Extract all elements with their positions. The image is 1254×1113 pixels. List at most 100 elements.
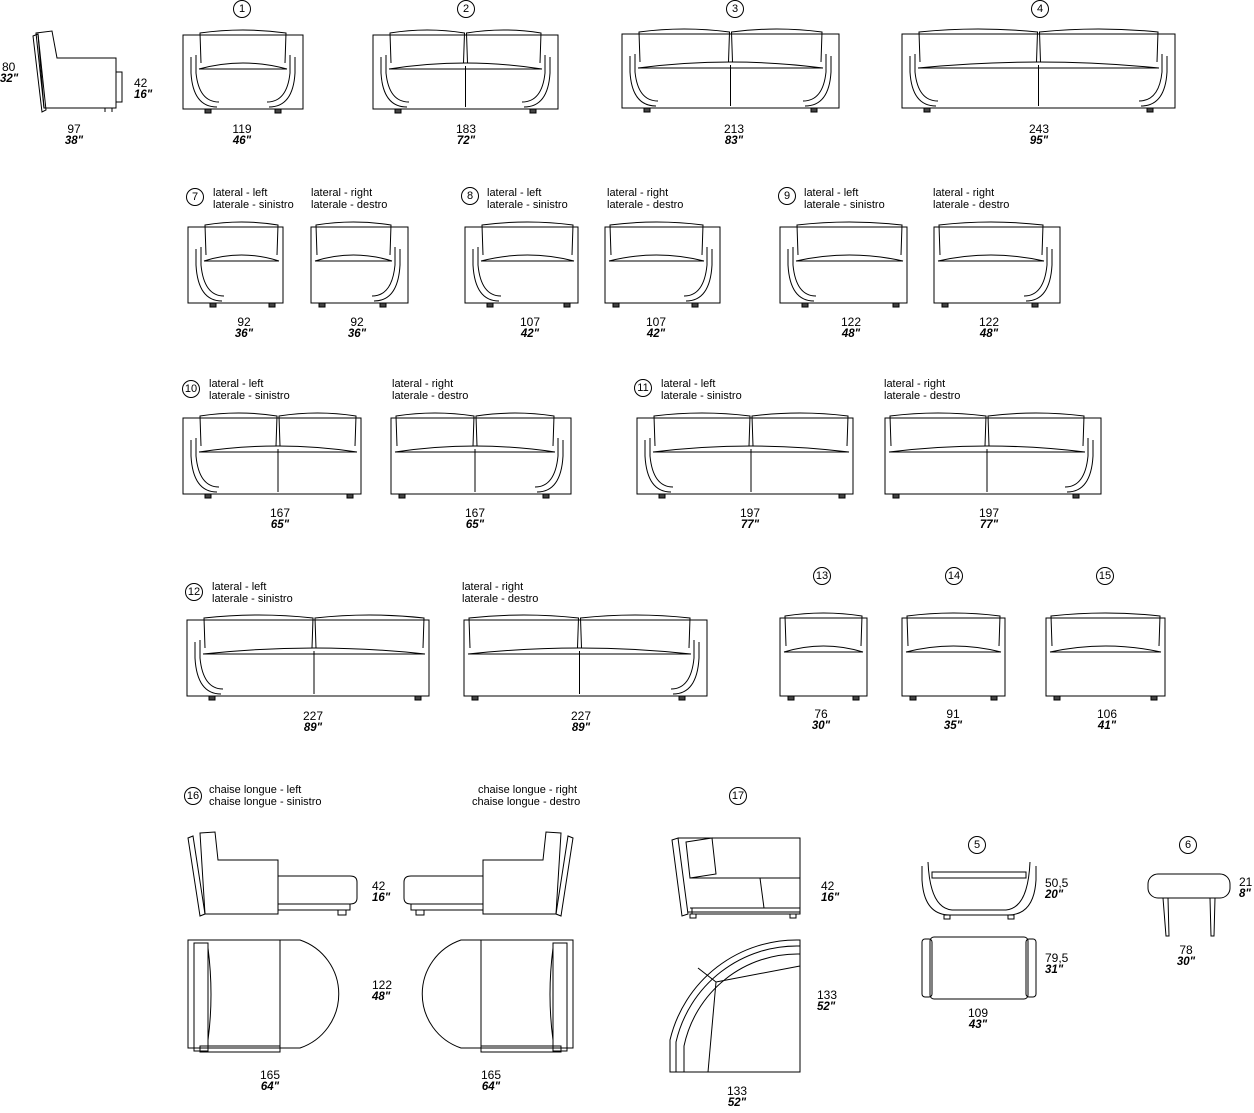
chaise-depth-in: 48" <box>372 991 391 1003</box>
item-number-10: 10 <box>182 380 200 398</box>
chaise-seat-cm: 42 <box>372 879 386 893</box>
dim-8-right-cm: 107 <box>645 315 667 329</box>
sofa-3-in: 83" <box>724 135 744 147</box>
chair-depth-cm: 79,5 <box>1045 951 1069 965</box>
dim-14-in: 35" <box>943 720 963 732</box>
side-depth-in: 38" <box>64 135 84 147</box>
side-view-drawing <box>32 30 123 113</box>
dim-9-left-in: 48" <box>841 328 861 340</box>
chaise-right-length-cm: 165 <box>480 1068 502 1082</box>
label-8-right-en: lateral - right <box>607 187 669 199</box>
dim-11-right-in: 77" <box>979 519 999 531</box>
sofa-10-right-drawing <box>390 412 572 499</box>
chaise-seat-in: 16" <box>372 892 391 904</box>
sofa-4-drawing <box>901 28 1176 113</box>
sofa-1-cm: 119 <box>232 122 252 136</box>
sofa-4-in: 95" <box>1029 135 1049 147</box>
label-7-left-it: laterale - sinistro <box>213 199 294 211</box>
item-number-3: 3 <box>726 0 744 18</box>
sofa-11-right-drawing <box>884 412 1102 499</box>
sofa-12-left-drawing <box>186 614 430 701</box>
table-diameter-cm: 78 <box>1179 943 1193 957</box>
sofa-2-cm: 183 <box>455 122 477 136</box>
item-number-6: 6 <box>1179 836 1197 854</box>
corner-seat-in: 16" <box>821 892 840 904</box>
chaise-left-plan-drawing <box>187 939 340 1053</box>
label-16-right-en: chaise longue - right <box>477 784 577 796</box>
side-depth-cm: 97 <box>67 122 81 136</box>
label-10-right-it: laterale - destro <box>392 390 469 402</box>
dim-11-left-cm: 197 <box>739 506 761 520</box>
label-11-right-it: laterale - destro <box>884 390 961 402</box>
dim-10-left-in: 65" <box>270 519 290 531</box>
chair-height-in: 20" <box>1045 889 1064 901</box>
item-number-13: 13 <box>813 567 831 585</box>
dim-10-right-in: 65" <box>465 519 485 531</box>
module-13-drawing <box>779 612 868 701</box>
dim-10-left-cm: 167 <box>269 506 291 520</box>
dim-8-right-in: 42" <box>646 328 666 340</box>
sofa-7-right-drawing <box>310 221 409 308</box>
label-7-right-en: lateral - right <box>311 187 373 199</box>
item-number-16: 16 <box>184 787 202 805</box>
sofa-2-in: 72" <box>456 135 476 147</box>
item-number-4: 4 <box>1031 0 1049 18</box>
label-12-left-en: lateral - left <box>212 581 267 593</box>
dim-12-left-cm: 227 <box>302 709 324 723</box>
item-number-8: 8 <box>461 187 479 205</box>
dim-9-right-in: 48" <box>979 328 999 340</box>
table-height-in: 8" <box>1239 888 1251 900</box>
table-height-cm: 21 <box>1239 875 1253 889</box>
corner-side-cm: 133 <box>817 988 838 1002</box>
label-11-left-it: laterale - sinistro <box>661 390 742 402</box>
dim-15-cm: 106 <box>1096 707 1118 721</box>
dim-7-left-in: 36" <box>234 328 254 340</box>
side-seat-cm: 42 <box>134 76 148 90</box>
dim-9-left-cm: 122 <box>840 315 862 329</box>
corner-seat-cm: 42 <box>821 879 835 893</box>
corner-plan-drawing <box>669 939 801 1073</box>
dim-8-left-cm: 107 <box>519 315 541 329</box>
dim-11-left-in: 77" <box>740 519 760 531</box>
item-number-7: 7 <box>186 188 204 206</box>
sofa-2-drawing <box>372 29 559 114</box>
label-8-left-en: lateral - left <box>487 187 542 199</box>
item-number-15: 15 <box>1096 567 1114 585</box>
label-16-right-it: chaise longue - destro <box>472 796 581 808</box>
chair-elevation-drawing <box>921 861 1037 920</box>
sofa-8-right-drawing <box>604 221 721 308</box>
label-8-right-it: laterale - destro <box>607 199 684 211</box>
module-15-drawing <box>1045 612 1166 701</box>
dim-13-cm: 76 <box>814 707 828 721</box>
label-9-left-en: lateral - left <box>804 187 859 199</box>
dim-12-left-in: 89" <box>303 722 323 734</box>
corner-bottom-in: 52" <box>727 1097 747 1109</box>
corner-side-in: 52" <box>817 1001 836 1013</box>
label-12-right-it: laterale - destro <box>462 593 539 605</box>
chair-width-cm: 109 <box>967 1006 989 1020</box>
label-11-right-en: lateral - right <box>884 378 946 390</box>
label-10-left-en: lateral - left <box>209 378 264 390</box>
